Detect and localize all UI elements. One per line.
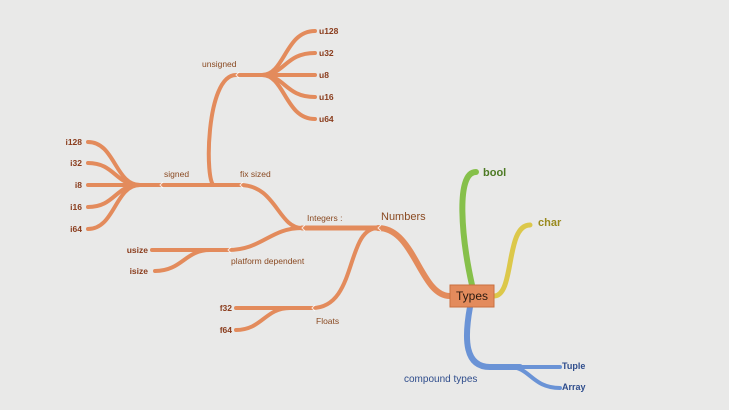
branch-root-numbers <box>375 225 453 299</box>
leaf-u8[interactable]: u8 <box>319 70 329 80</box>
node-signed[interactable]: signed <box>164 169 189 179</box>
node-platform-dependent[interactable]: platform dependent <box>231 256 305 266</box>
leaf-array[interactable]: Array <box>562 382 586 392</box>
node-compound-types[interactable]: compound types <box>404 374 477 385</box>
leaf-i64[interactable]: i64 <box>70 224 82 234</box>
branch-f64 <box>234 306 292 332</box>
chevron-left-icon <box>159 181 164 189</box>
root-node-label: Types <box>456 289 488 303</box>
junction-markers <box>159 71 454 312</box>
branch-root-bool <box>459 169 479 288</box>
leaf-i32[interactable]: i32 <box>70 158 82 168</box>
leaf-isize[interactable]: isize <box>130 266 149 276</box>
node-fix-sized[interactable]: fix sized <box>240 169 271 179</box>
leaf-tuple[interactable]: Tuple <box>562 361 585 371</box>
leaf-i128[interactable]: i128 <box>65 137 82 147</box>
node-unsigned[interactable]: unsigned <box>202 59 237 69</box>
leaf-i8[interactable]: i8 <box>75 180 82 190</box>
chevron-left-icon <box>235 71 240 79</box>
chevron-left-icon <box>227 246 232 254</box>
branch-integers-platform <box>178 226 304 252</box>
branch-numbers-floats <box>238 226 380 310</box>
node-floats[interactable]: Floats <box>316 316 339 326</box>
branch-lines <box>86 29 562 390</box>
leaf-u128[interactable]: u128 <box>319 26 339 36</box>
node-char[interactable]: char <box>538 217 562 229</box>
branch-fixsized-unsigned <box>206 73 264 187</box>
leaf-usize[interactable]: usize <box>127 245 149 255</box>
branch-isize <box>153 248 212 273</box>
chevron-left-icon <box>239 181 244 189</box>
leaf-u16[interactable]: u16 <box>319 92 334 102</box>
root-node[interactable]: Types <box>449 284 495 308</box>
leaf-f32[interactable]: f32 <box>220 303 233 313</box>
branch-u64 <box>260 73 317 121</box>
node-bool[interactable]: bool <box>483 167 506 179</box>
node-numbers[interactable]: Numbers <box>381 211 426 223</box>
chevron-left-icon <box>311 304 316 312</box>
branch-integers-fixsized <box>238 183 304 230</box>
node-integers[interactable]: Integers : <box>307 213 342 223</box>
chevron-left-icon <box>377 224 382 232</box>
chevron-left-icon <box>301 224 306 232</box>
root-node-box <box>449 284 495 308</box>
leaf-i16[interactable]: i16 <box>70 202 82 212</box>
leaf-f64[interactable]: f64 <box>220 325 233 335</box>
branch-root-char <box>491 222 533 299</box>
leaf-u32[interactable]: u32 <box>319 48 334 58</box>
branch-i64 <box>86 183 142 231</box>
branch-root-compound <box>463 304 523 370</box>
leaf-u64[interactable]: u64 <box>319 114 334 124</box>
branch-array <box>508 365 562 390</box>
